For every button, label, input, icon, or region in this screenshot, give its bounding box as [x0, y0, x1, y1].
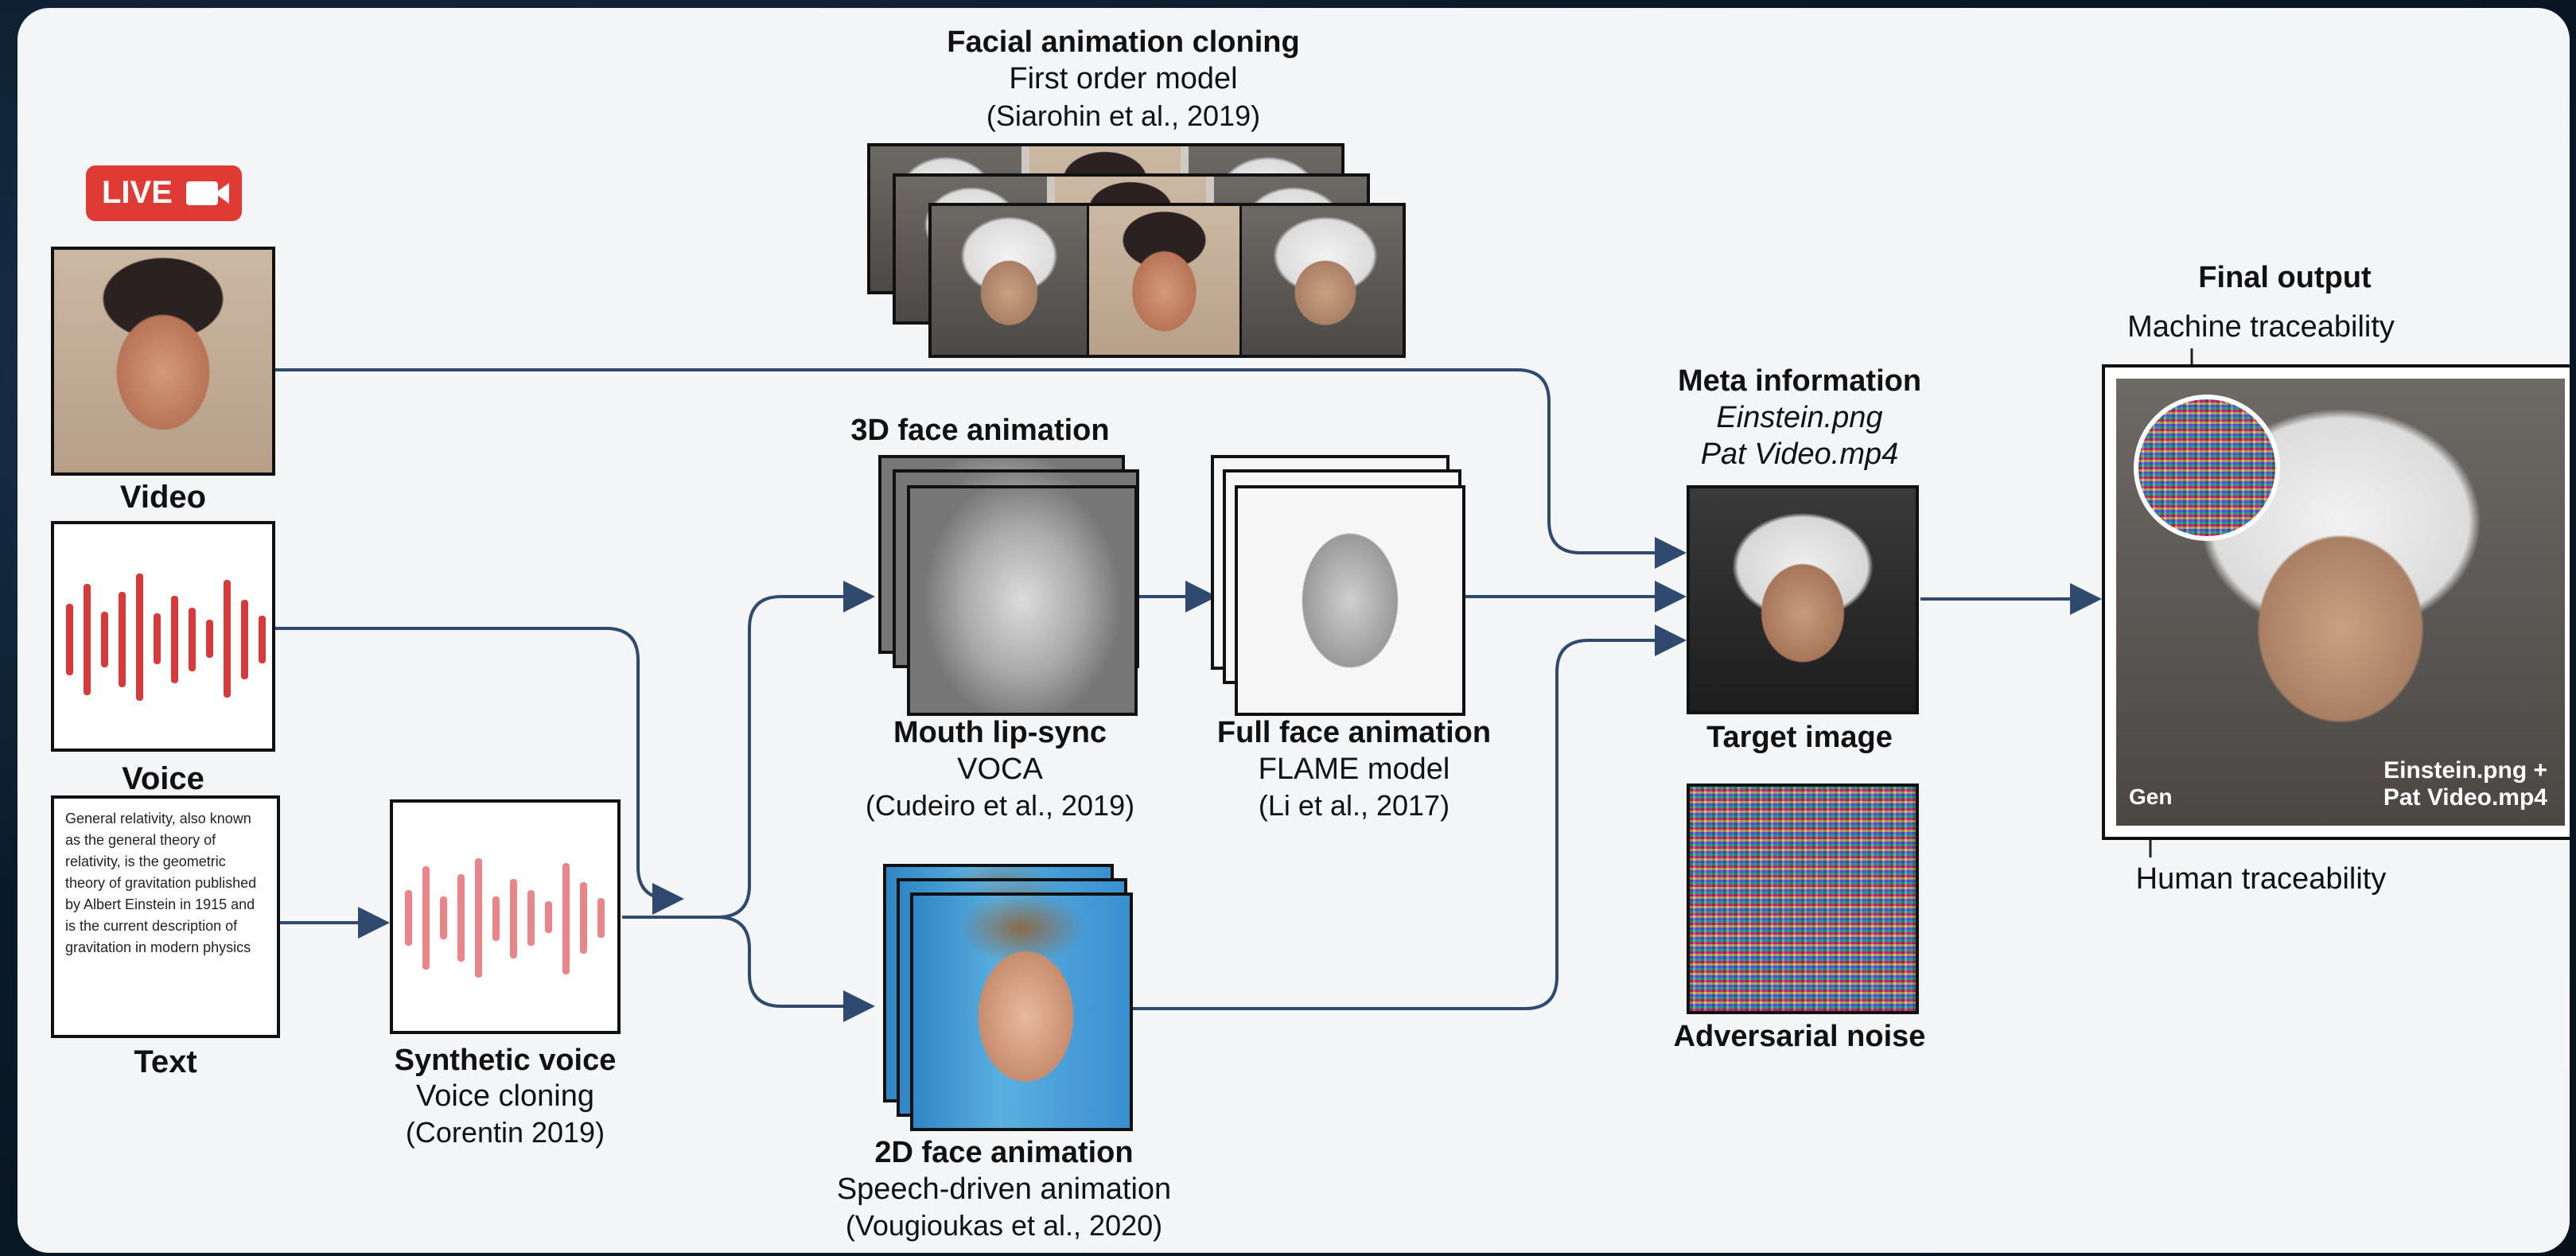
text-input-box: General relativity, also known as the ge… [51, 795, 280, 1038]
synth-subtitle: Voice cloning [416, 1079, 594, 1113]
voice-input-box [51, 521, 275, 752]
final-output-frame: Gen Einstein.png + Pat Video.mp4 [2102, 364, 2570, 840]
facial-cloning-title: Facial animation cloning [947, 25, 1300, 59]
text-label: Text [134, 1044, 197, 1079]
clone-einstein-left [932, 206, 1087, 355]
video-input-photo [51, 247, 275, 476]
mouth-citation: (Cudeiro et al., 2019) [865, 789, 1135, 822]
adversarial-noise-image [1687, 784, 1919, 1014]
meta-title: Meta information [1677, 364, 1922, 398]
synthetic-waveform [401, 803, 608, 1031]
facial-cloning-citation: (Siarohin et al., 2019) [986, 99, 1261, 132]
voice-label: Voice [122, 761, 204, 796]
camera-icon [186, 181, 218, 205]
full-subtitle: FLAME model [1258, 752, 1450, 786]
clone-driver-face [1087, 206, 1242, 355]
machine-watermark-circle [2134, 395, 2280, 541]
mouth-lipsync-render [907, 485, 1138, 716]
clone-strip-front [928, 203, 1406, 358]
full-face-render [1235, 485, 1465, 716]
live-badge: LIVE [86, 165, 242, 221]
face3d-heading: 3D face animation [850, 414, 1110, 447]
meta-file1: Einstein.png [1716, 401, 1883, 434]
noise-label: Adversarial noise [1673, 1020, 1926, 1053]
synth-citation: (Corentin 2019) [405, 1116, 605, 1149]
text-input-body: General relativity, also known as the ge… [65, 811, 257, 955]
full-title: Full face animation [1216, 716, 1492, 749]
machine-traceability: Machine traceability [2127, 310, 2395, 344]
mouth-subtitle: VOCA [957, 752, 1043, 786]
meta-file2: Pat Video.mp4 [1700, 437, 1899, 471]
face2d-render [910, 892, 1133, 1131]
arrow-branch-3d [717, 581, 875, 919]
live-badge-label: LIVE [102, 175, 173, 210]
clone-einstein-right [1242, 206, 1403, 355]
face2d-subtitle: Speech-driven animation [836, 1172, 1172, 1206]
mouth-title: Mouth lip-sync [893, 716, 1107, 749]
final-caption-line1: Einstein.png + [2383, 757, 2547, 784]
video-label: Video [119, 480, 207, 515]
final-output-image: Gen Einstein.png + Pat Video.mp4 [2116, 379, 2565, 826]
final-caption-line2: Pat Video.mp4 [2383, 784, 2547, 811]
arrow-voice-junction [272, 627, 684, 915]
arrow-video-target [274, 368, 1687, 569]
face2d-citation: (Vougioukas et al., 2020) [845, 1209, 1163, 1242]
arrow-branch-2d [717, 916, 875, 1022]
final-title: Final output [2198, 261, 2372, 294]
gen-tag: Gen [2129, 784, 2173, 809]
diagram-panel: LIVE Video Voice General relativity, als… [18, 8, 2570, 1253]
full-citation: (Li et al., 2017) [1258, 789, 1450, 822]
arrow-2d-target [1131, 624, 1687, 1010]
synthetic-voice-box [390, 799, 621, 1034]
face2d-title: 2D face animation [874, 1136, 1134, 1169]
human-traceability: Human traceability [2135, 862, 2387, 896]
target-label: Target image [1706, 721, 1893, 754]
camera-lens-icon [215, 183, 229, 204]
synth-title: Synthetic voice [394, 1044, 617, 1077]
facial-cloning-subtitle: First order model [1009, 62, 1238, 95]
target-image [1687, 485, 1919, 714]
voice-waveform [62, 524, 269, 749]
